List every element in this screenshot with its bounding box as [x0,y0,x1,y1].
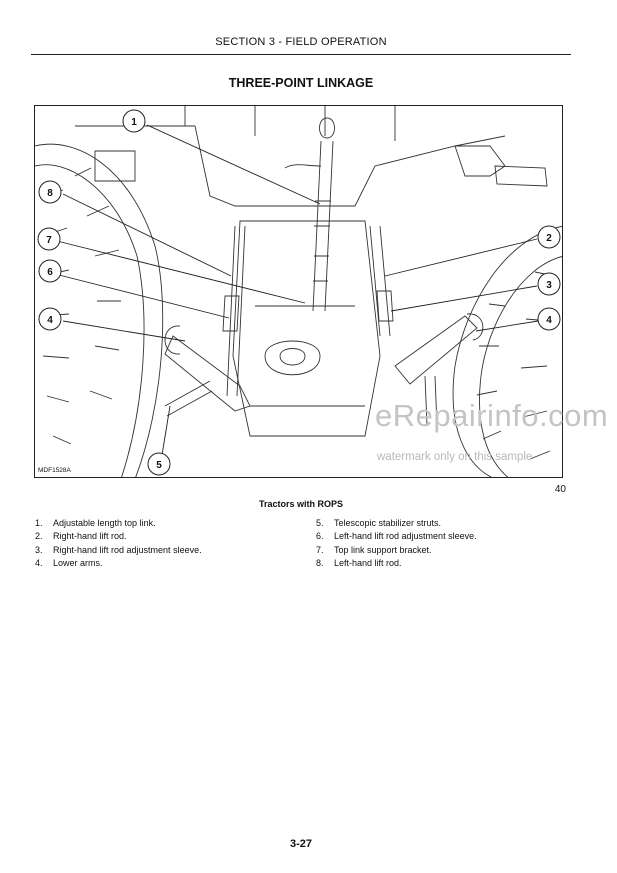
callout-2-label: 2 [546,233,552,244]
legend-text: Left-hand lift rod adjustment sleeve. [334,531,477,542]
legend-item: 3. Right-hand lift rod adjustment sleeve… [35,544,202,557]
callout-2-circle [537,225,561,249]
legend-number: 6. [316,531,324,542]
figure-caption: Tractors with ROPS [258,499,344,509]
callout-3-label: 3 [546,280,552,291]
legend-number: 2. [35,531,43,542]
legend-item: 8. Left-hand lift rod. [316,557,477,570]
legend-number: 1. [35,518,43,528]
callout-4-right-label: 4 [546,315,552,326]
legend-text: Top link support bracket. [334,544,432,555]
legend-column-left: 1. Adjustable length top link. 2. Right-… [35,517,202,570]
legend-item: 7. Top link support bracket. [316,544,477,557]
section-header: SECTION 3 - FIELD OPERATION [215,36,387,48]
watermark: eRepairinfo.com [375,398,609,433]
legend-item: 6. Left-hand lift rod adjustment sleeve. [316,530,477,543]
legend-text: Telescopic stabilizer struts. [334,518,442,528]
callout-8-label: 8 [47,188,53,199]
figure-number: 40 [554,484,566,495]
legend-item: 2. Right-hand lift rod. [35,530,202,543]
page-title: THREE-POINT LINKAGE [228,76,374,90]
callout-7-label: 7 [46,235,52,246]
legend-text: Left-hand lift rod. [334,557,402,568]
legend-text: Lower arms. [53,557,103,568]
legend-text: Right-hand lift rod adjustment sleeve. [53,544,202,555]
header-divider [31,54,571,55]
legend-number: 7. [316,544,324,555]
callout-5-circle [147,452,171,476]
legend-number: 4. [35,557,43,568]
page-number: 3-27 [289,838,313,850]
callout-7-circle [37,227,61,251]
legend-number: 5. [316,518,324,528]
callout-6-circle [38,259,62,283]
figure-code: MDF1528A [38,467,71,474]
linkage-illustration: 1 8 7 6 4 2 3 4 5 [34,105,563,478]
legend-item: 1. Adjustable length top link. [35,517,202,530]
legend-text: Adjustable length top link. [53,518,156,528]
callout-4-right-circle [537,307,561,331]
legend-number: 8. [316,557,324,568]
callout-1-label: 1 [131,117,137,128]
legend-item: 4. Lower arms. [35,557,202,570]
legend-number: 3. [35,544,43,555]
callout-5-label: 5 [156,460,162,471]
callout-1-circle [122,109,146,133]
callout-4-left-label: 4 [47,315,53,326]
watermark-subtext: watermark only on this sample [377,451,533,463]
legend-column-right: 5. Telescopic stabilizer struts. 6. Left… [316,517,477,570]
legend-text: Right-hand lift rod. [53,531,127,542]
tractor-drawing: 1 8 7 6 4 2 3 4 5 [35,106,562,477]
callout-4-left-circle [38,307,62,331]
legend-item: 5. Telescopic stabilizer struts. [316,517,477,530]
callout-6-label: 6 [47,267,53,278]
callout-3-circle [537,272,561,296]
callout-8-circle [38,180,62,204]
